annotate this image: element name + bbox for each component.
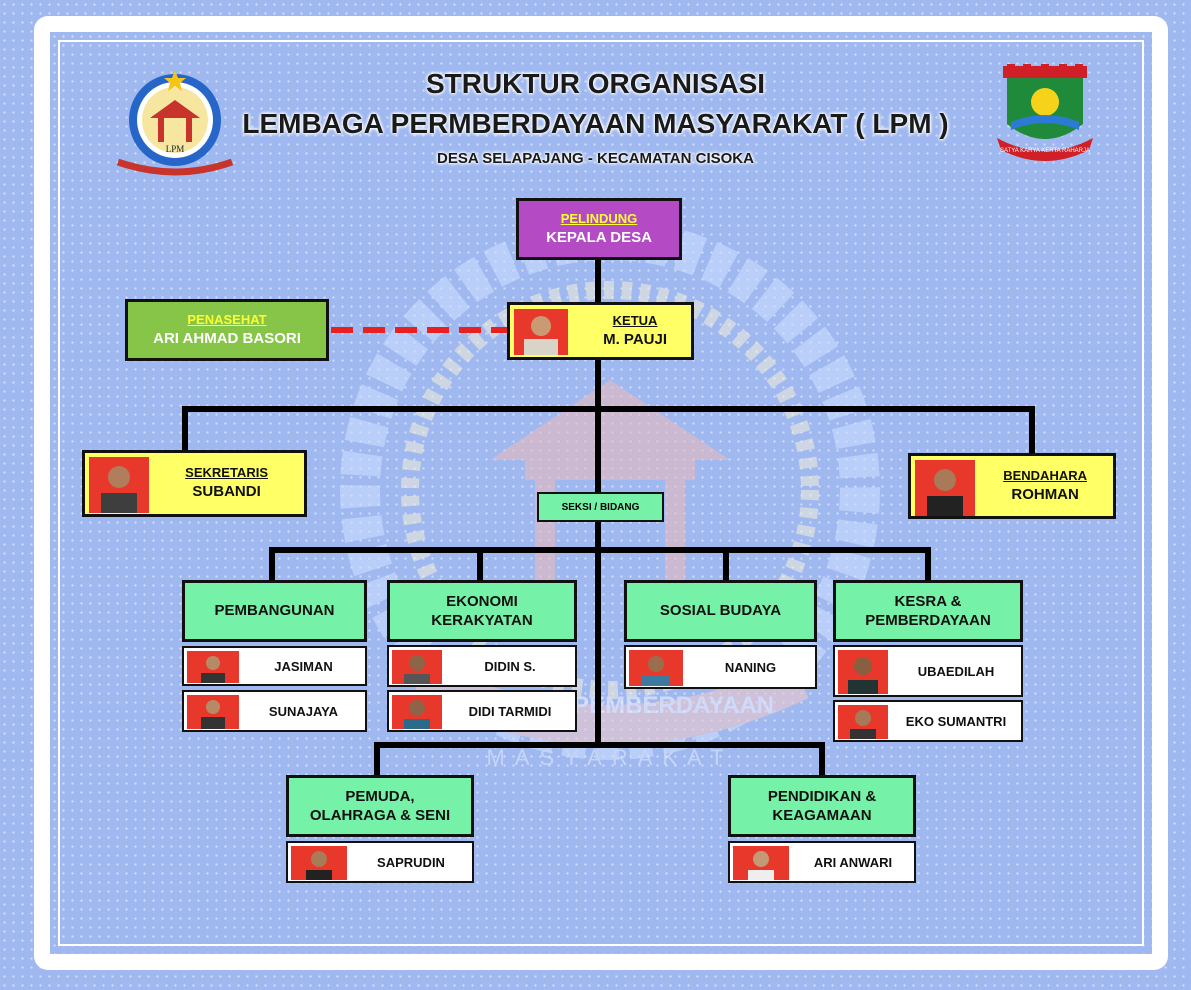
sekretaris-name: SUBANDI (192, 483, 261, 501)
page-title-organization: LEMBAGA PERMBERDAYAAN MASYARAKAT ( LPM ) (242, 108, 949, 139)
member-saprudin: SAPRUDIN (286, 841, 474, 883)
member-photo (291, 846, 347, 880)
member-didi-tarmidi: DIDI TARMIDI (387, 690, 577, 732)
pelindung-name: KEPALA DESA (546, 228, 652, 246)
section-pemuda-label-1: PEMUDA, (345, 787, 415, 805)
pelindung-box: PELINDUNG KEPALA DESA (516, 198, 682, 260)
pelindung-role: PELINDUNG (560, 210, 638, 226)
member-name: JASIMAN (274, 658, 333, 674)
member-sunajaya: SUNAJAYA (182, 690, 367, 732)
page-subtitle: DESA SELAPAJANG - KECAMATAN CISOKA (437, 150, 754, 167)
member-ubaedilah: UBAEDILAH (833, 645, 1023, 697)
member-photo (838, 705, 888, 739)
regency-crest-logo: SATYA KARYA KERTA RAHARJA (997, 64, 1093, 161)
section-sosial-budaya: SOSIAL BUDAYA (624, 580, 817, 642)
sekretaris-role: SEKRETARIS (185, 465, 268, 481)
section-pemuda-olahraga-seni: PEMUDA, OLAHRAGA & SENI (286, 775, 474, 837)
member-name: SUNAJAYA (268, 703, 339, 719)
member-photo (187, 651, 239, 683)
section-kesra-label-2: PEMBERDAYAAN (865, 612, 991, 629)
ketua-role: KETUA (612, 312, 658, 328)
member-naning: NANING (624, 645, 817, 689)
section-pembangunan-label: PEMBANGUNAN (214, 602, 335, 620)
member-name: DIDI TARMIDI (468, 703, 552, 719)
sekretaris-photo (89, 457, 149, 513)
section-ekonomi-label-1: EKONOMI (446, 592, 518, 610)
page-title: STRUKTUR ORGANISASI (425, 68, 766, 99)
penasehat-box: PENASEHAT ARI AHMAD BASORI (125, 299, 329, 361)
member-photo (838, 650, 888, 694)
lpm-logo-text: LPM (166, 144, 185, 154)
section-pendidikan-keagamaan: PENDIDIKAN & KEAGAMAAN (728, 775, 916, 837)
sekretaris-box: SEKRETARIS SUBANDI (82, 450, 307, 517)
section-sosial-budaya-label: SOSIAL BUDAYA (659, 602, 782, 620)
section-kesra-pemberdayaan: KESRA & PEMBERDAYAAN (833, 580, 1023, 642)
lpm-logo: LPM (116, 70, 234, 176)
section-ekonomi-label-2: KERAKYATAN (431, 612, 533, 629)
ketua-box: KETUA M. PAUJI (507, 302, 694, 360)
penasehat-role: PENASEHAT (187, 311, 267, 327)
member-name: DIDIN S. (484, 658, 536, 674)
section-pendidikan-label-2: KEAGAMAAN (772, 807, 872, 824)
section-ekonomi-kerakyatan: EKONOMI KERAKYATAN (387, 580, 577, 642)
section-pembangunan: PEMBANGUNAN (182, 580, 367, 642)
section-pemuda-label-2: OLAHRAGA & SENI (309, 807, 451, 824)
member-photo (392, 695, 442, 729)
regency-logo-text: SATYA KARYA KERTA RAHARJA (1000, 148, 1090, 154)
bendahara-role: BENDAHARA (1003, 467, 1087, 483)
member-jasiman: JASIMAN (182, 646, 367, 686)
member-didin-s: DIDIN S. (387, 645, 577, 687)
bendahara-box: BENDAHARA ROHMAN (908, 453, 1116, 519)
section-kesra-label-1: KESRA & (894, 592, 962, 610)
member-name: SAPRUDIN (377, 854, 445, 870)
section-pendidikan-label-1: PENDIDIKAN & (767, 787, 877, 805)
member-photo (187, 695, 239, 729)
bendahara-name: ROHMAN (1011, 485, 1079, 503)
member-photo (392, 650, 442, 684)
member-name: EKO SUMANTRI (905, 713, 1007, 729)
member-photo (733, 846, 789, 880)
member-name: NANING (724, 659, 777, 675)
ketua-name: M. PAUJI (603, 330, 667, 348)
lpm-watermark-emblem: LEMBAGA PEMBERDAYAAN MASYARAKAT (340, 220, 880, 770)
bendahara-photo (915, 460, 975, 516)
member-eko-sumantri: EKO SUMANTRI (833, 700, 1023, 742)
member-name: UBAEDILAH (917, 663, 995, 679)
watermark-text-2: MASYARAKAT (486, 745, 733, 770)
ketua-photo (514, 309, 568, 355)
member-name: ARI ANWARI (813, 854, 893, 870)
seksi-bidang-label: SEKSI / BIDANG (537, 492, 664, 522)
member-ari-anwari: ARI ANWARI (728, 841, 916, 883)
member-photo (629, 650, 683, 686)
penasehat-name: ARI AHMAD BASORI (153, 329, 301, 347)
